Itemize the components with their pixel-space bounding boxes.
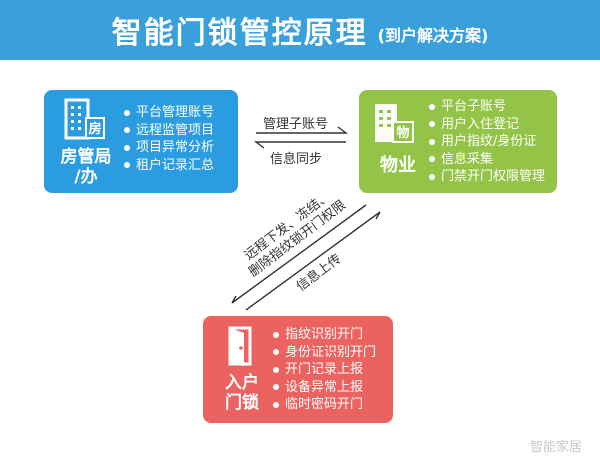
list-item: 远程监管项目 [124, 122, 214, 140]
list-item: 设备异常上报 [273, 379, 376, 397]
building-icon: 房 [64, 98, 105, 140]
list-item: 指纹识别开门 [273, 326, 376, 344]
feature-list: 指纹识别开门 身份证识别开门 开门记录上报 设备异常上报 临时密码开门 [273, 326, 376, 414]
list-item: 门禁开门权限管理 [429, 168, 545, 186]
node-label-line2: /办 [74, 166, 98, 187]
edge-label-manage-subaccount: 管理子账号 [263, 117, 329, 132]
list-item: 租户记录汇总 [124, 157, 214, 175]
title-banner: 智能门锁管控原理 (到户解决方案) [0, 0, 600, 60]
list-item: 身份证识别开门 [273, 344, 376, 362]
list-item: 项目异常分析 [124, 139, 214, 157]
node-label-line1: 入户 [225, 373, 259, 393]
door-icon [228, 326, 252, 366]
node-label: 入户 门锁 [213, 373, 271, 413]
feature-list: 平台管理账号 远程监管项目 项目异常分析 租户记录汇总 [124, 104, 214, 174]
list-item: 临时密码开门 [273, 396, 376, 414]
icon-char-wu: 物 [396, 125, 409, 141]
node-label-line2: 门锁 [225, 392, 259, 413]
watermark: 智能家居 [529, 440, 582, 455]
node-label-line1: 房管局 [60, 147, 112, 167]
building-icon: 物 [375, 104, 414, 143]
list-item: 平台管理账号 [124, 104, 214, 122]
list-item: 开门记录上报 [273, 361, 376, 379]
arrow-forward [256, 126, 349, 134]
node-property-management: 物 物业 平台子账号 用户入住登记 用户指纹/身份证 信息采集 门禁开门权限管理 [359, 90, 557, 193]
icon-char-fang: 房 [88, 121, 101, 137]
arrow-up-diagonal [245, 211, 381, 311]
diagram-title: 智能门锁管控原理 [111, 16, 368, 51]
diagram-subtitle: (到户解决方案) [377, 26, 489, 45]
edge-label-info-sync: 信息同步 [270, 152, 323, 167]
list-item: 用户指纹/身份证 [429, 133, 545, 151]
list-item: 信息采集 [429, 151, 545, 169]
list-item: 平台子账号 [429, 98, 545, 116]
feature-list: 平台子账号 用户入住登记 用户指纹/身份证 信息采集 门禁开门权限管理 [429, 98, 545, 186]
list-item: 用户入住登记 [429, 116, 545, 134]
node-label: 房管局 /办 [54, 147, 118, 187]
node-housing-bureau: 房 房管局 /办 平台管理账号 远程监管项目 项目异常分析 租户记录汇总 [44, 90, 238, 193]
arrow-back [253, 141, 346, 149]
arrow-down-diagonal [231, 204, 367, 304]
node-door-lock: 入户 门锁 指纹识别开门 身份证识别开门 开门记录上报 设备异常上报 临时密码开… [203, 316, 393, 423]
node-label: 物业 [380, 155, 416, 176]
